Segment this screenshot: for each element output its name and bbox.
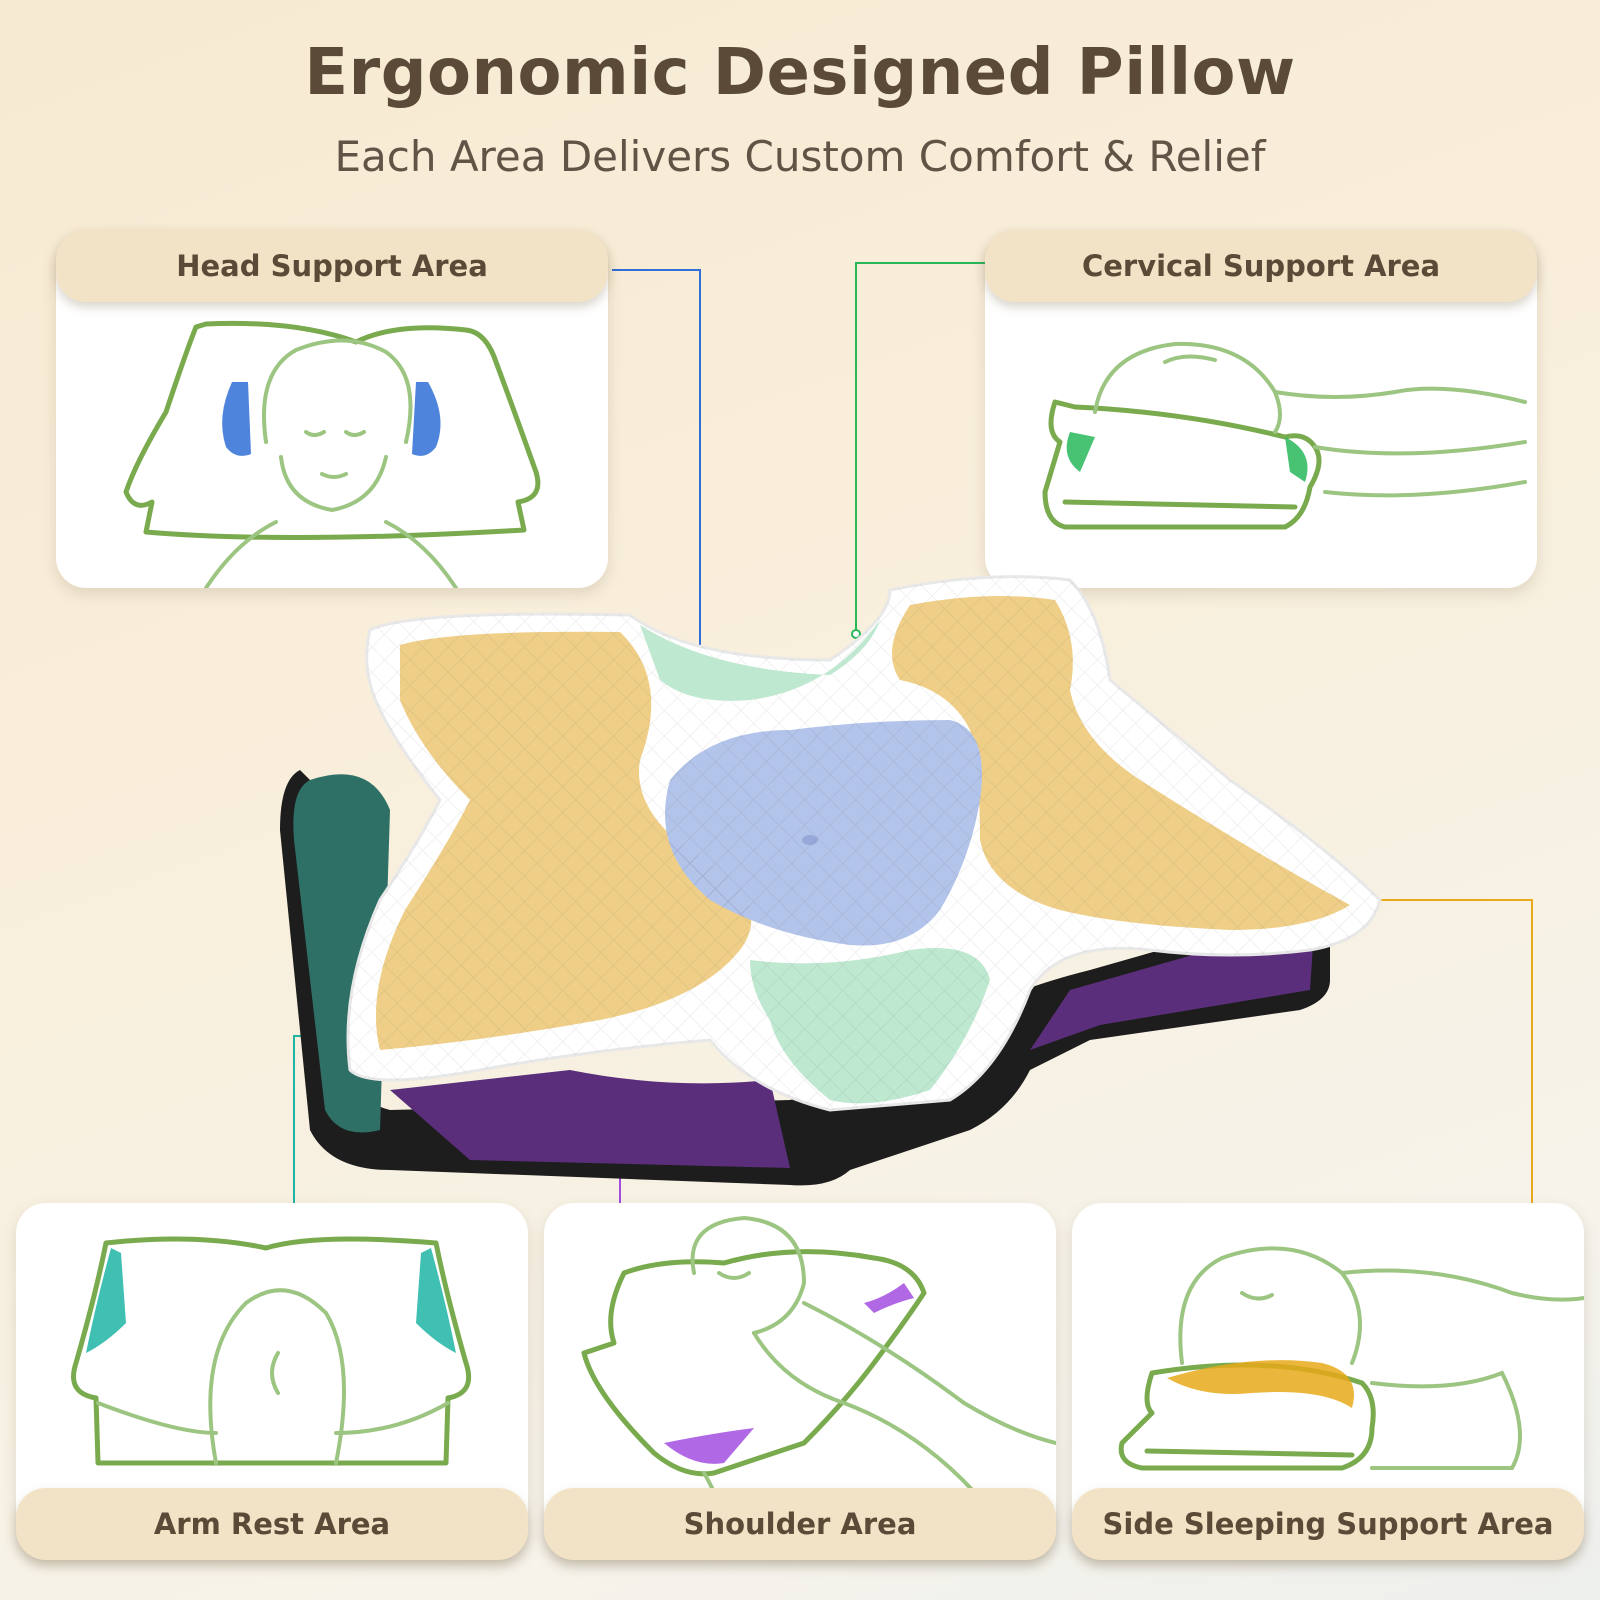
shoulder-zone-left [390,1070,790,1168]
side-sleeping-connector-line [1327,899,1533,1203]
page-title: Ergonomic Designed Pillow [304,36,1296,110]
head-support-label: Head Support Area [56,230,608,302]
shoulder-label: Shoulder Area [544,1488,1056,1560]
shoulder-illustration [581,1215,1056,1559]
arm-rest-label: Arm Rest Area [16,1488,528,1560]
arm-rest-illustration [71,1236,472,1466]
cervical-connector-dot [851,629,861,639]
side-sleeping-label: Side Sleeping Support Area [1072,1488,1584,1560]
head-support-illustration [123,320,541,588]
head-connector-line [612,269,701,786]
page-subtitle: Each Area Delivers Custom Comfort & Reli… [334,132,1266,181]
pillow-illustration [280,575,1382,1186]
cervical-support-illustration [1042,341,1527,530]
cervical-zone-top [640,620,880,701]
cervical-support-label: Cervical Support Area [985,230,1537,302]
side-sleeping-illustration [1118,1246,1584,1471]
cervical-connector-line [855,262,985,634]
